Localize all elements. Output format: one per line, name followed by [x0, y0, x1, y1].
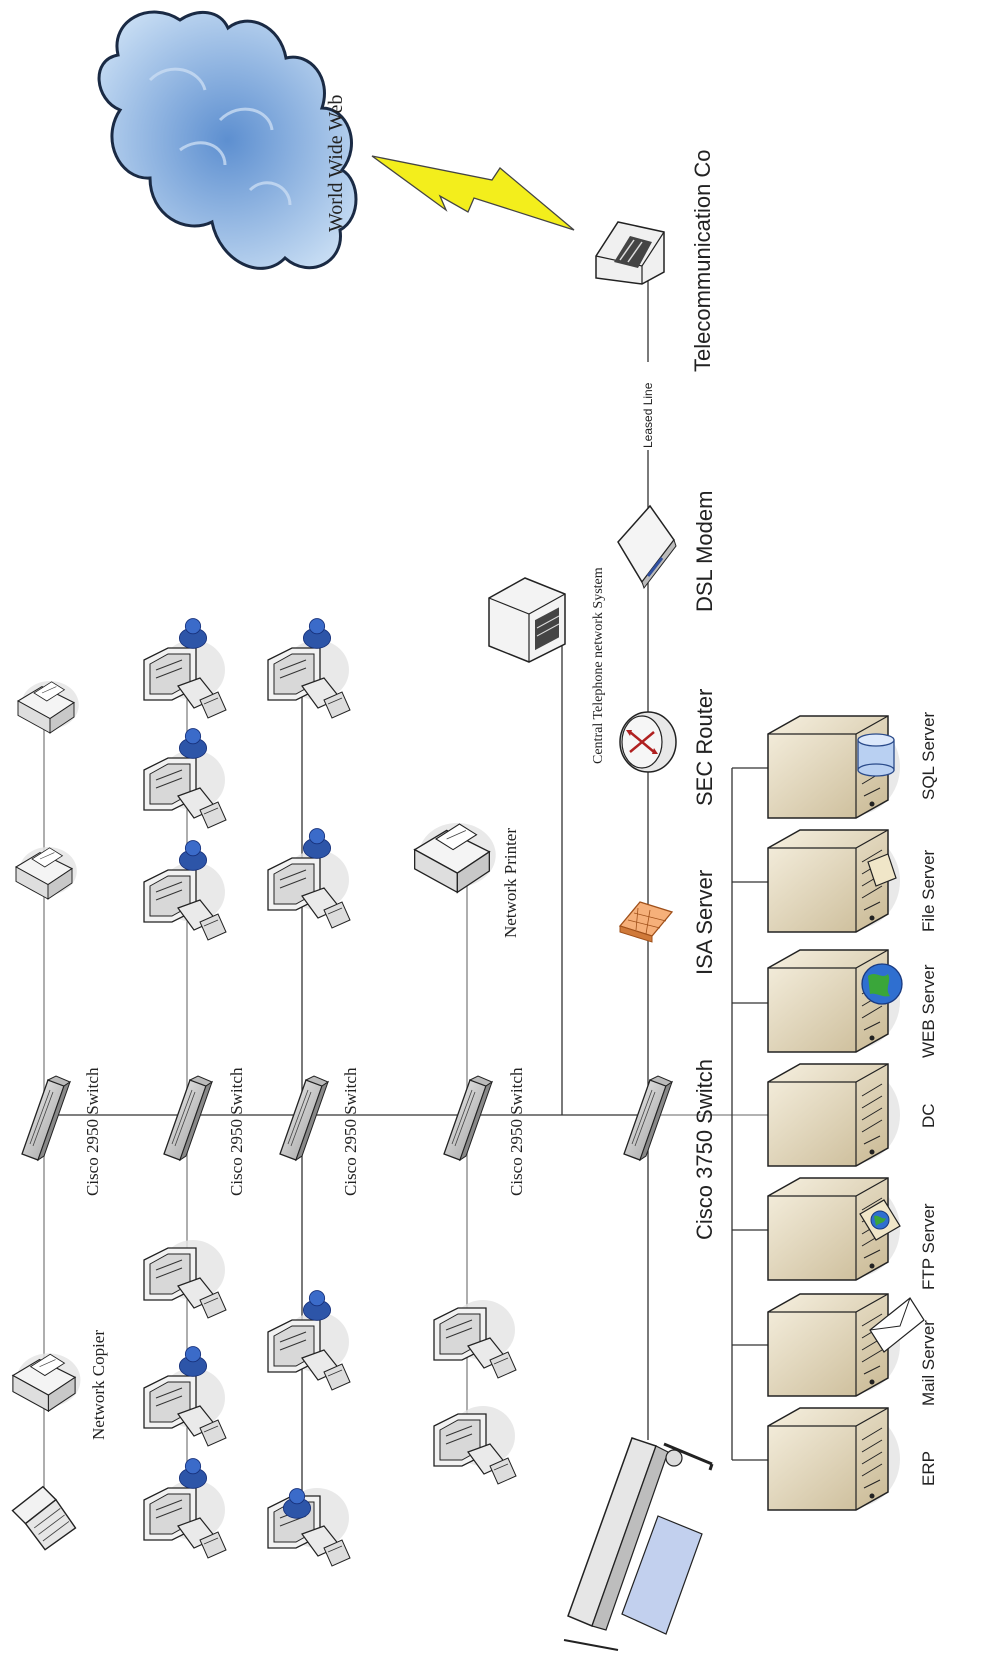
internet-label: World Wide Web [325, 95, 347, 232]
world-wide-web-cloud [97, 10, 358, 270]
sec-router-label: SEC Router [692, 689, 717, 806]
file-server-icon [767, 829, 900, 933]
access-switch-3-label: Cisco 2950 Switch [341, 1067, 360, 1196]
dsl-modem-icon [617, 504, 677, 590]
server-label-sql: SQL Server [919, 711, 938, 800]
telecom-equipment-icon [595, 221, 665, 285]
dc-server-icon [767, 1063, 900, 1167]
access-switch-3-icon [279, 1075, 329, 1161]
access-switch-2-icon [163, 1075, 213, 1161]
laptop-icon [11, 1485, 77, 1551]
server-rack [767, 715, 925, 1511]
plotter-icon [563, 1437, 714, 1651]
fax-printer-icon [15, 846, 78, 900]
telecom-label: Telecommunication Co [690, 149, 715, 372]
network-printer-icon [413, 822, 497, 894]
core-switch-label: Cisco 3750 Switch [692, 1059, 717, 1240]
isa-server-label: ISA Server [692, 870, 717, 975]
server-label-dc: DC [919, 1103, 938, 1128]
sec-router-icon [619, 711, 677, 773]
erp-server-icon [767, 1407, 900, 1511]
access-switch-1-icon [21, 1075, 71, 1161]
server-label-erp: ERP [919, 1451, 938, 1486]
ftp-server-icon [767, 1177, 901, 1281]
leased-line-label: Leased Line [641, 382, 655, 448]
network-copier-icon [12, 1352, 82, 1412]
dsl-modem-label: DSL Modem [692, 491, 717, 612]
server-label-web: WEB Server [919, 964, 938, 1058]
core-switch-icon [623, 1075, 673, 1161]
central-telephone-system-icon [488, 577, 566, 663]
network-printer-label: Network Printer [501, 828, 520, 938]
web-server-icon [767, 949, 903, 1053]
server-label-file: File Server [919, 849, 938, 932]
access-switch-4-label: Cisco 2950 Switch [507, 1067, 526, 1196]
lightning-link-icon [371, 155, 575, 231]
network-copier-label: Network Copier [89, 1330, 108, 1440]
scanner-icon [17, 680, 80, 734]
access-switch-4-icon [443, 1075, 493, 1161]
central-telephone-label: Central Telephone network System [591, 567, 606, 764]
server-label-mail: Mail Server [919, 1320, 938, 1406]
row4-workstations [433, 1299, 517, 1485]
row2-workstations [143, 618, 227, 1559]
mail-server-icon [767, 1293, 925, 1397]
sql-server-icon [767, 715, 900, 819]
access-switch-1-label: Cisco 2950 Switch [83, 1067, 102, 1196]
isa-server-firewall-icon [618, 901, 674, 943]
server-label-ftp: FTP Server [919, 1203, 938, 1290]
access-switch-2-label: Cisco 2950 Switch [227, 1067, 246, 1196]
